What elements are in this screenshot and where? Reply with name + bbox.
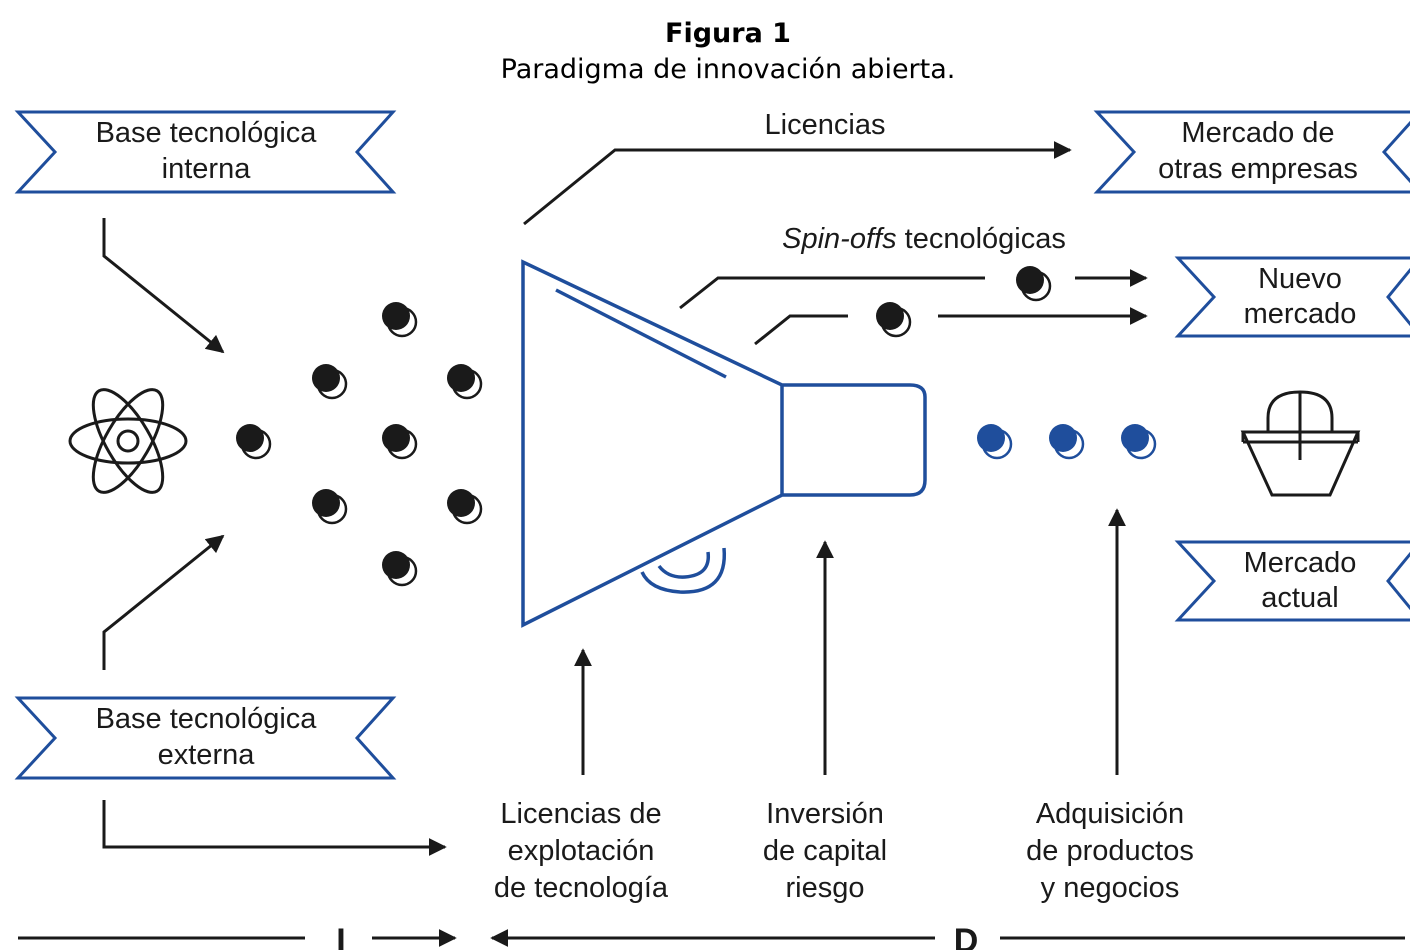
banner-new-line2: mercado [1244,298,1357,330]
label-acquisition-line1: Adquisición [1036,798,1184,830]
idea-dot-icon [1047,422,1085,460]
arrow-external-to-ideas [102,534,225,670]
label-licenses: Licencias [765,109,886,141]
idea-dot-icon [1014,264,1052,302]
banner-new-line1: Nuevo [1258,263,1342,295]
idea-dot-icon [975,422,1013,460]
shopping-basket-icon [1240,390,1361,497]
banner-other-line1: Mercado de [1181,117,1334,149]
banner-current-market: Mercado actual [1174,540,1410,622]
banner-external-line2: externa [158,739,256,771]
label-spinoffs: Spin-offs tecnológicas [782,223,1066,255]
arrow-licenses [523,141,1072,226]
label-acquisition-line3: y negocios [1041,872,1180,904]
idea-dot-cluster [234,300,483,587]
banner-external-base: Base tecnológica externa [14,696,397,780]
label-venture-line3: riesgo [786,872,865,904]
idea-dot-icon [874,300,912,338]
idea-dot-icon [310,487,348,525]
label-tech-licensing-line1: Licencias de [500,798,661,830]
axis-letter-right: D [954,922,979,950]
label-venture-line1: Inversión [766,798,884,830]
idea-dot-icon [380,300,418,338]
arrow-spinoff-upper [679,276,985,310]
arrow-external-to-licensing [102,800,447,856]
idea-dot-icon [310,362,348,400]
arrow-spinoff-lower [754,314,848,346]
idea-dot-icon [380,549,418,587]
banner-current-line2: actual [1261,582,1338,614]
arrow-internal-to-ideas [102,218,225,354]
atom-icon [68,388,188,494]
label-venture-line2: de capital [763,835,887,867]
banner-other-companies-market: Mercado de otras empresas [1093,110,1410,194]
banner-current-line1: Mercado [1244,547,1357,579]
idea-dot-icon [234,422,272,460]
banner-external-line1: Base tecnológica [96,703,318,735]
output-dots [975,422,1157,460]
banner-internal-base: Base tecnológica interna [14,110,397,194]
label-venture-capital: Inversión de capital riesgo [763,798,887,904]
axis-letter-left: I [336,922,345,950]
banner-internal-line1: Base tecnológica [96,117,318,149]
megaphone-funnel-icon [521,259,927,628]
label-tech-licensing-line2: explotación [508,835,655,867]
banner-internal-line2: interna [162,153,252,185]
banner-other-line2: otras empresas [1158,153,1358,185]
label-acquisition-line2: de productos [1026,835,1194,867]
idea-dot-icon [445,487,483,525]
idea-dot-icon [380,422,418,460]
idea-dot-icon [1119,422,1157,460]
bottom-axis: I D [18,922,1405,950]
label-tech-licensing-line3: de tecnología [494,872,669,904]
label-acquisition: Adquisición de productos y negocios [1026,798,1194,904]
figure-subtitle: Paradigma de innovación abierta. [501,54,956,85]
label-tech-licensing: Licencias de explotación de tecnología [494,798,669,904]
banner-new-market: Nuevo mercado [1174,256,1410,338]
label-spinoffs-italic: Spin-offs [782,223,896,255]
figure-title: Figura 1 [665,18,791,49]
label-spinoffs-rest: tecnológicas [897,223,1066,255]
idea-dot-icon [445,362,483,400]
